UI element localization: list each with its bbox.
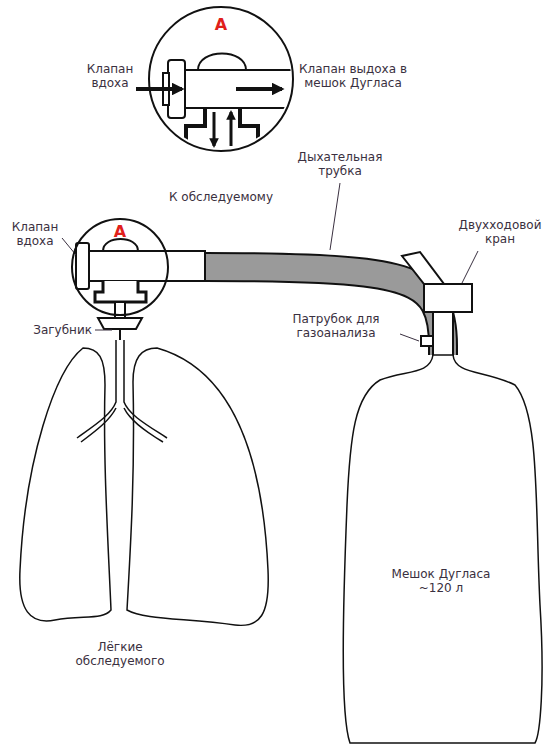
part-label: Дыхательная трубка [285,150,395,178]
two-way-tap [424,284,472,312]
part-label: Клапан вдоха [6,220,64,248]
leader-line [462,251,478,283]
bronchus [81,408,163,442]
part-label: К обследуемому [148,190,294,204]
lungs: Лёгкие обследуемого [15,340,277,690]
lungs-shape [15,340,277,690]
part-label: Клапан выдоха в мешок Дугласа [283,62,423,90]
circle-outline [72,219,168,315]
flow-arrow [236,87,282,91]
flow-arrow [213,112,216,146]
circle-outline [149,7,293,151]
flow-arrow [136,87,182,91]
gas-sample-port [421,336,433,346]
valve-body [88,251,205,281]
douglas-bag: Мешок Дугласа ~120 л [335,355,547,747]
breathing-tube [168,267,443,355]
leader-line [330,183,340,250]
detail-circle: A [71,218,169,316]
flow-arrow [230,112,233,146]
part-letter: A [71,223,169,241]
left-lung [20,348,111,621]
part-letter: A [148,16,294,34]
edge-group [168,267,443,355]
trachea [77,340,167,438]
node-text: Мешок Дугласа ~120 л [381,567,501,595]
leader-line [400,334,419,341]
detail-circle: A [148,6,294,152]
mouthpiece [98,318,142,329]
part-label: Двухходовой кран [452,218,548,246]
inhale-valve [76,243,89,289]
part-label: Патрубок для газоанализа [272,312,400,340]
tube-outline [168,267,443,355]
hose-coupling [402,252,444,284]
part-label: Загубник [20,323,92,337]
leader-line [95,330,112,331]
valve-detail [183,54,318,151]
bag-outline [343,355,542,743]
douglas-bag-shape [335,355,547,747]
valve-port [95,281,146,302]
part-label: Клапан вдоха [75,62,145,90]
right-lung [127,348,268,625]
bag-neck [433,312,453,358]
node-text: Лёгкие обследуемого [65,640,175,668]
